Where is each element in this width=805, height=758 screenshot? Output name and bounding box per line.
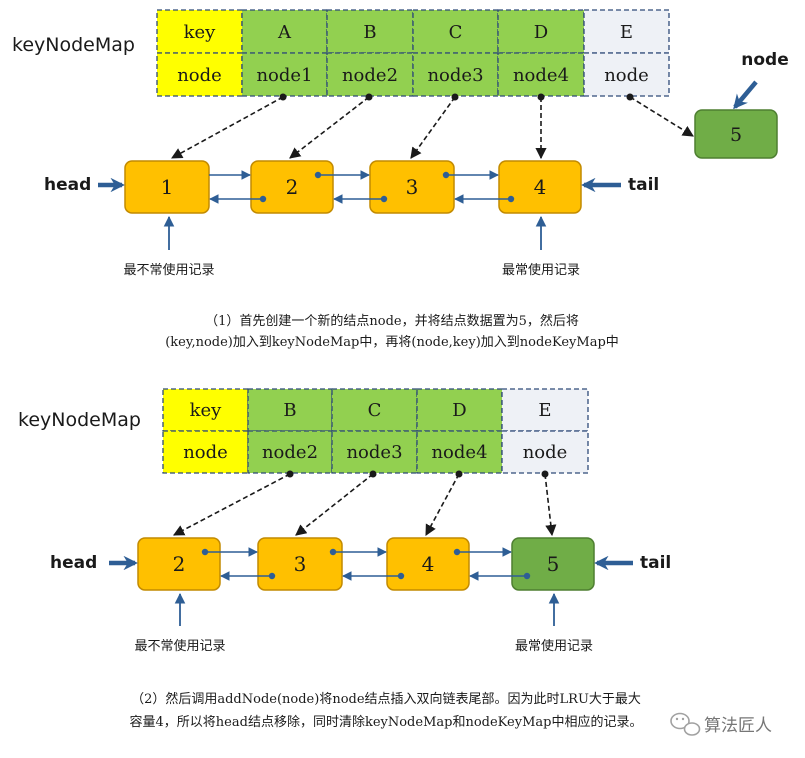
table-cell: [412, 52, 499, 97]
pointer-arrow: [410, 96, 456, 159]
table-key: B: [363, 22, 376, 43]
pointer-arrow: [173, 473, 291, 536]
list-node-value: 5: [547, 552, 560, 576]
panel-2: keyNodeMap key node B node2 C node3 D no…: [18, 388, 671, 730]
table-header-node: node: [183, 442, 228, 463]
map-label: keyNodeMap: [18, 409, 141, 431]
table-key: D: [534, 22, 548, 43]
table-header-key: key: [184, 22, 217, 43]
list-node-value: 3: [406, 175, 419, 199]
table-cell-header-node: [162, 430, 249, 474]
table-key: C: [449, 22, 463, 43]
list-node-value: 2: [173, 552, 186, 576]
table-node: node3: [346, 442, 402, 463]
table-node: node: [523, 442, 568, 463]
new-node-arrow: [733, 80, 758, 110]
lru-label: 最不常使用记录: [134, 638, 225, 654]
list-node-value: 3: [294, 552, 307, 576]
new-node-value: 5: [730, 124, 742, 146]
list-node-value: 2: [286, 175, 299, 199]
table-cell: [247, 388, 333, 432]
table-node: node: [604, 65, 649, 86]
table-node: node2: [262, 442, 318, 463]
caption-line: （2）然后调用addNode(node)将node结点插入双向链表尾部。因为此时…: [131, 691, 641, 707]
list-node: [257, 537, 343, 591]
table-cell-header-key: [156, 9, 243, 54]
pointer-arrow: [295, 473, 374, 536]
table-key: E: [538, 400, 551, 421]
mru-label: 最常使用记录: [515, 638, 593, 654]
list-node: [124, 160, 210, 214]
table-key: D: [452, 400, 466, 421]
table-key: C: [368, 400, 382, 421]
linked-list: 1 2 3 4: [124, 160, 582, 214]
pointer-arrow: [425, 473, 460, 536]
table-cell-header-node: [156, 52, 243, 97]
head-label: head: [44, 175, 91, 195]
panel-1: keyNodeMap key node A node1 B node2 C no…: [12, 9, 789, 350]
map-pointers: [171, 93, 694, 160]
table-header-node: node: [177, 65, 222, 86]
table-node: node3: [427, 65, 483, 86]
table-cell-header-key: [162, 388, 249, 432]
table-node: node4: [431, 442, 487, 463]
caption-line: (key,node)加入到keyNodeMap中，再将(node,key)加入到…: [165, 335, 619, 350]
list-node: [250, 160, 334, 214]
watermark: 算法匠人: [670, 712, 772, 736]
table-key: A: [277, 22, 292, 43]
head-label: head: [50, 553, 97, 573]
list-node: [386, 537, 470, 591]
new-node-box: [694, 109, 778, 159]
tail-label: tail: [628, 175, 659, 195]
pointer-arrow: [289, 96, 370, 159]
lru-label: 最不常使用记录: [123, 262, 214, 278]
table-cell: [416, 430, 503, 474]
linked-list: 2 3 4 5: [137, 537, 595, 591]
table-key: E: [620, 22, 633, 43]
table-node: node4: [513, 65, 569, 86]
list-node-value: 1: [161, 175, 174, 199]
table-cell: [326, 52, 414, 97]
caption-line: （1）首先创建一个新的结点node，并将结点数据置为5，然后将: [205, 313, 579, 329]
new-node-label: node: [741, 50, 788, 70]
table-cell-new: [583, 52, 670, 97]
table-cell-new: [583, 9, 670, 54]
map-pointers: [173, 470, 557, 537]
table-cell-new: [501, 430, 589, 474]
table-cell: [497, 52, 585, 97]
list-node-new: [511, 537, 595, 591]
table-header-key: key: [190, 400, 223, 421]
caption-line: 容量4，所以将head结点移除，同时清除keyNodeMap和nodeKeyMa…: [130, 714, 643, 730]
mru-label: 最常使用记录: [502, 262, 580, 278]
table-node: node2: [342, 65, 398, 86]
list-node: [369, 160, 455, 214]
table-node: node1: [256, 65, 312, 86]
pointer-arrow: [629, 96, 694, 137]
table-key: B: [283, 400, 296, 421]
list-node: [498, 160, 582, 214]
wechat-icon: [670, 712, 701, 736]
map-label: keyNodeMap: [12, 34, 135, 56]
list-node-value: 4: [534, 175, 547, 199]
tail-label: tail: [640, 553, 671, 573]
pointer-arrow: [171, 96, 284, 159]
list-node: [137, 537, 221, 591]
watermark-text: 算法匠人: [704, 716, 772, 736]
list-node-value: 4: [422, 552, 435, 576]
keynodemap-table: key node B node2 C node3 D node4 E node: [162, 388, 589, 474]
pointer-arrow: [544, 473, 557, 537]
keynodemap-table: key node A node1 B node2 C node3 D node4: [156, 9, 670, 97]
